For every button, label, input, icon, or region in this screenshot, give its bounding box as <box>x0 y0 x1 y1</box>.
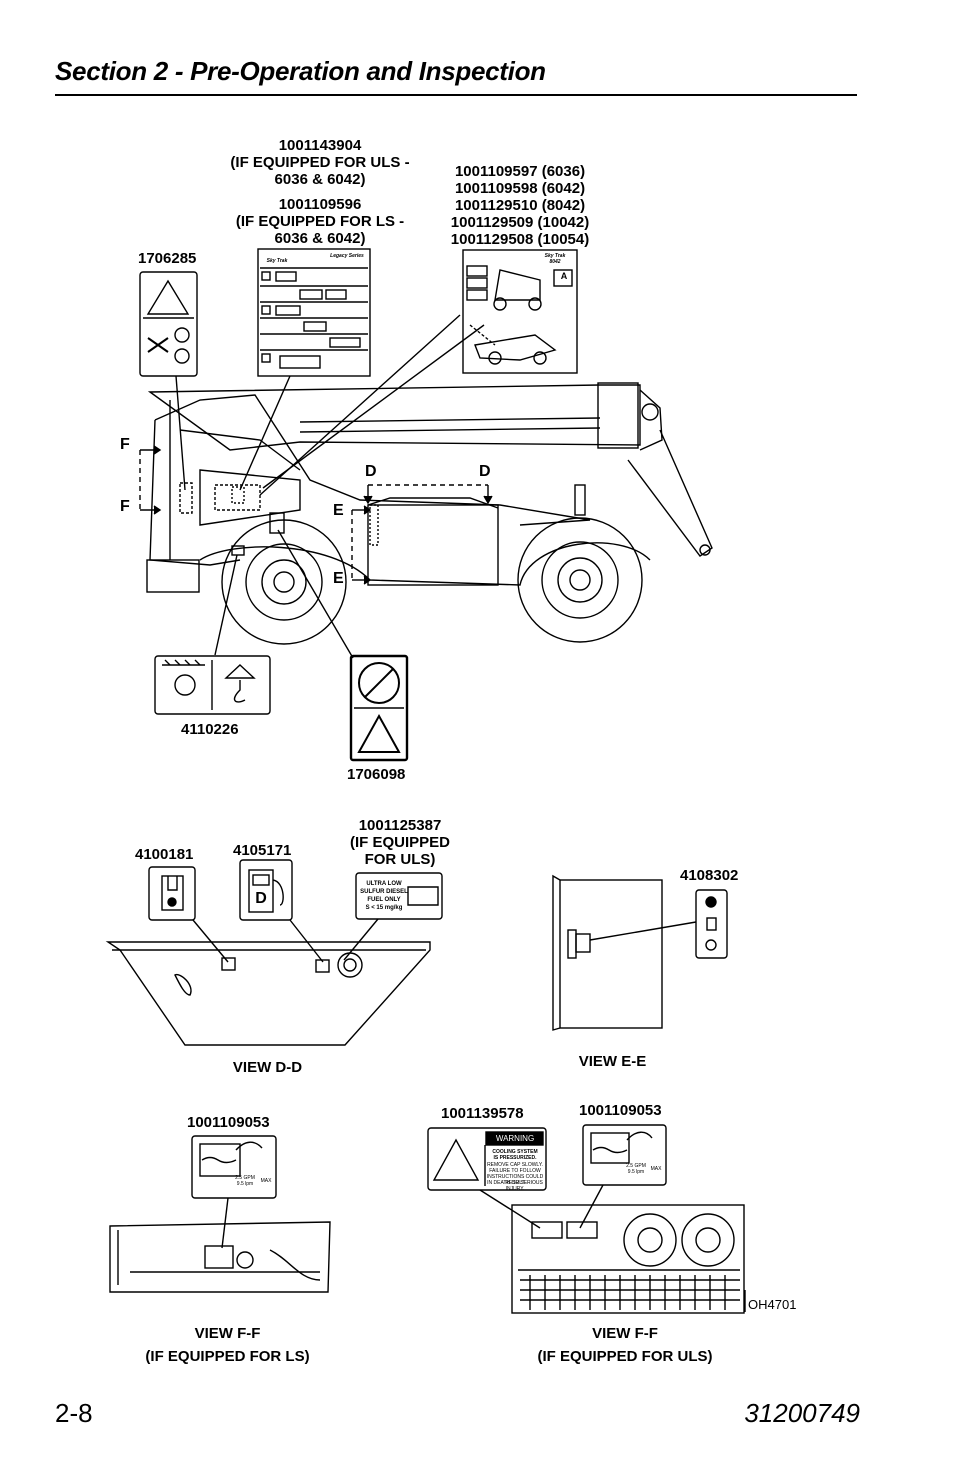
warning-line3: REMOVE CAP SLOWLY. <box>487 1162 543 1168</box>
decal-1001139578 <box>427 1127 547 1191</box>
flow-decal-uls-lpm: 9.5 lpm <box>627 1169 645 1175</box>
section-marker-e-top: E <box>333 502 344 519</box>
decal-4105171 <box>239 859 293 921</box>
section-marker-d-right: D <box>479 463 491 480</box>
fuel-decal-line1: ULTRA LOW <box>366 881 402 887</box>
flow-decal-ls-lpm: 9.5 lpm <box>236 1181 254 1187</box>
leader-1706285 <box>175 375 186 491</box>
decal-1001109053-uls <box>582 1124 667 1186</box>
leader-1706098 <box>277 529 354 659</box>
label-1001143904: 1001143904 (IF EQUIPPED FOR ULS - 6036 &… <box>230 137 410 188</box>
decal-1706285 <box>139 271 198 377</box>
header-rule <box>55 94 857 96</box>
view-dd-label: VIEW D-D <box>232 1059 303 1076</box>
view-ee-label: VIEW E-E <box>578 1053 647 1070</box>
view-ff-uls-label: VIEW F-F <box>592 1325 658 1342</box>
label-1001125387: 1001125387 (IF EQUIPPED FOR ULS) <box>349 817 450 868</box>
view-dd-fuel-tank <box>105 941 431 1046</box>
fuel-decal-line4: S < 15 mg/kg <box>365 905 403 911</box>
decal-model-8042 <box>462 249 578 374</box>
flow-decal-ls-gpm: 2.5 GPM <box>235 1175 255 1181</box>
section-marker-d-left: D <box>365 463 377 480</box>
view-ff-uls-sublabel: (IF EQUIPPED FOR ULS) <box>537 1348 713 1365</box>
warning-line1: COOLING SYSTEM <box>492 1149 538 1155</box>
label-1706098: 1706098 <box>347 766 406 783</box>
leader-model-decal-2 <box>262 324 485 489</box>
decal-model-badge: A <box>560 271 568 281</box>
label-1706285: 1706285 <box>138 250 197 267</box>
decal-1001109053-ls <box>191 1135 277 1199</box>
telehandler-side-view <box>139 382 713 645</box>
label-1001139578: 1001139578 <box>441 1105 524 1122</box>
decal-model-brand-text: Sky Trak <box>544 253 566 259</box>
leader-uls-ls-decal <box>239 375 291 491</box>
view-ff-ls-label: VIEW F-F <box>194 1325 261 1342</box>
label-4108302: 4108302 <box>680 867 739 884</box>
flow-decal-ls-max: MAX <box>260 1178 272 1184</box>
flow-decal-uls-max: MAX <box>650 1166 662 1172</box>
label-model-decals: 1001109597 (6036) 1001109598 (6042) 1001… <box>450 163 590 248</box>
fuel-decal-line3: FUEL ONLY <box>367 897 401 903</box>
fuel-pump-letter: D <box>255 890 267 907</box>
warning-line6: IN DEATH OR SERIOUS INJURY. <box>487 1180 543 1192</box>
label-4100181: 4100181 <box>135 846 194 863</box>
warning-line5: INSTRUCTIONS COULD RESULT <box>486 1174 544 1186</box>
warning-line2: IS PRESSURIZED. <box>493 1155 537 1161</box>
flow-decal-uls-gpm: 2.5 GPM <box>626 1163 646 1169</box>
decal-4110226 <box>154 655 271 715</box>
label-1001109596: 1001109596 (IF EQUIPPED FOR LS - 6036 & … <box>235 196 405 247</box>
warning-signal-word: WARNING <box>495 1134 535 1143</box>
label-1001109053-uls: 1001109053 <box>579 1102 662 1119</box>
view-ff-ls-sublabel: (IF EQUIPPED FOR LS) <box>145 1348 310 1365</box>
view-ff-uls-engine <box>511 1204 746 1314</box>
decal-4108302 <box>695 889 728 959</box>
page-title: Section 2 - Pre-Operation and Inspection <box>55 56 546 86</box>
label-4110226: 4110226 <box>181 721 239 738</box>
decal-1001143904 <box>257 248 371 377</box>
decal-4100181 <box>148 866 196 921</box>
view-ee-box <box>552 874 663 1031</box>
section-marker-f-bottom: F <box>120 498 130 515</box>
decal-brand2-text: Legacy Series <box>330 253 364 259</box>
decal-brand-text: Sky Trak <box>266 258 288 264</box>
decal-model-number-text: 8042 <box>549 259 561 265</box>
warning-line4: FAILURE TO FOLLOW <box>489 1168 541 1174</box>
page-number: 2-8 <box>55 1398 93 1428</box>
fuel-decal-line2: SULFUR DIESEL <box>360 889 408 895</box>
label-4105171: 4105171 <box>233 842 292 859</box>
document-number: 31200749 <box>744 1398 860 1428</box>
view-ff-ls-radiator <box>109 1221 331 1293</box>
figure-id: OH4701 <box>748 1297 797 1312</box>
decal-1001125387 <box>355 872 443 920</box>
section-marker-f-top: F <box>120 436 130 453</box>
decal-1706098 <box>349 654 409 762</box>
section-marker-e-bottom: E <box>333 570 344 587</box>
leader-4110226 <box>214 554 238 656</box>
label-1001109053-ls: 1001109053 <box>187 1114 270 1131</box>
